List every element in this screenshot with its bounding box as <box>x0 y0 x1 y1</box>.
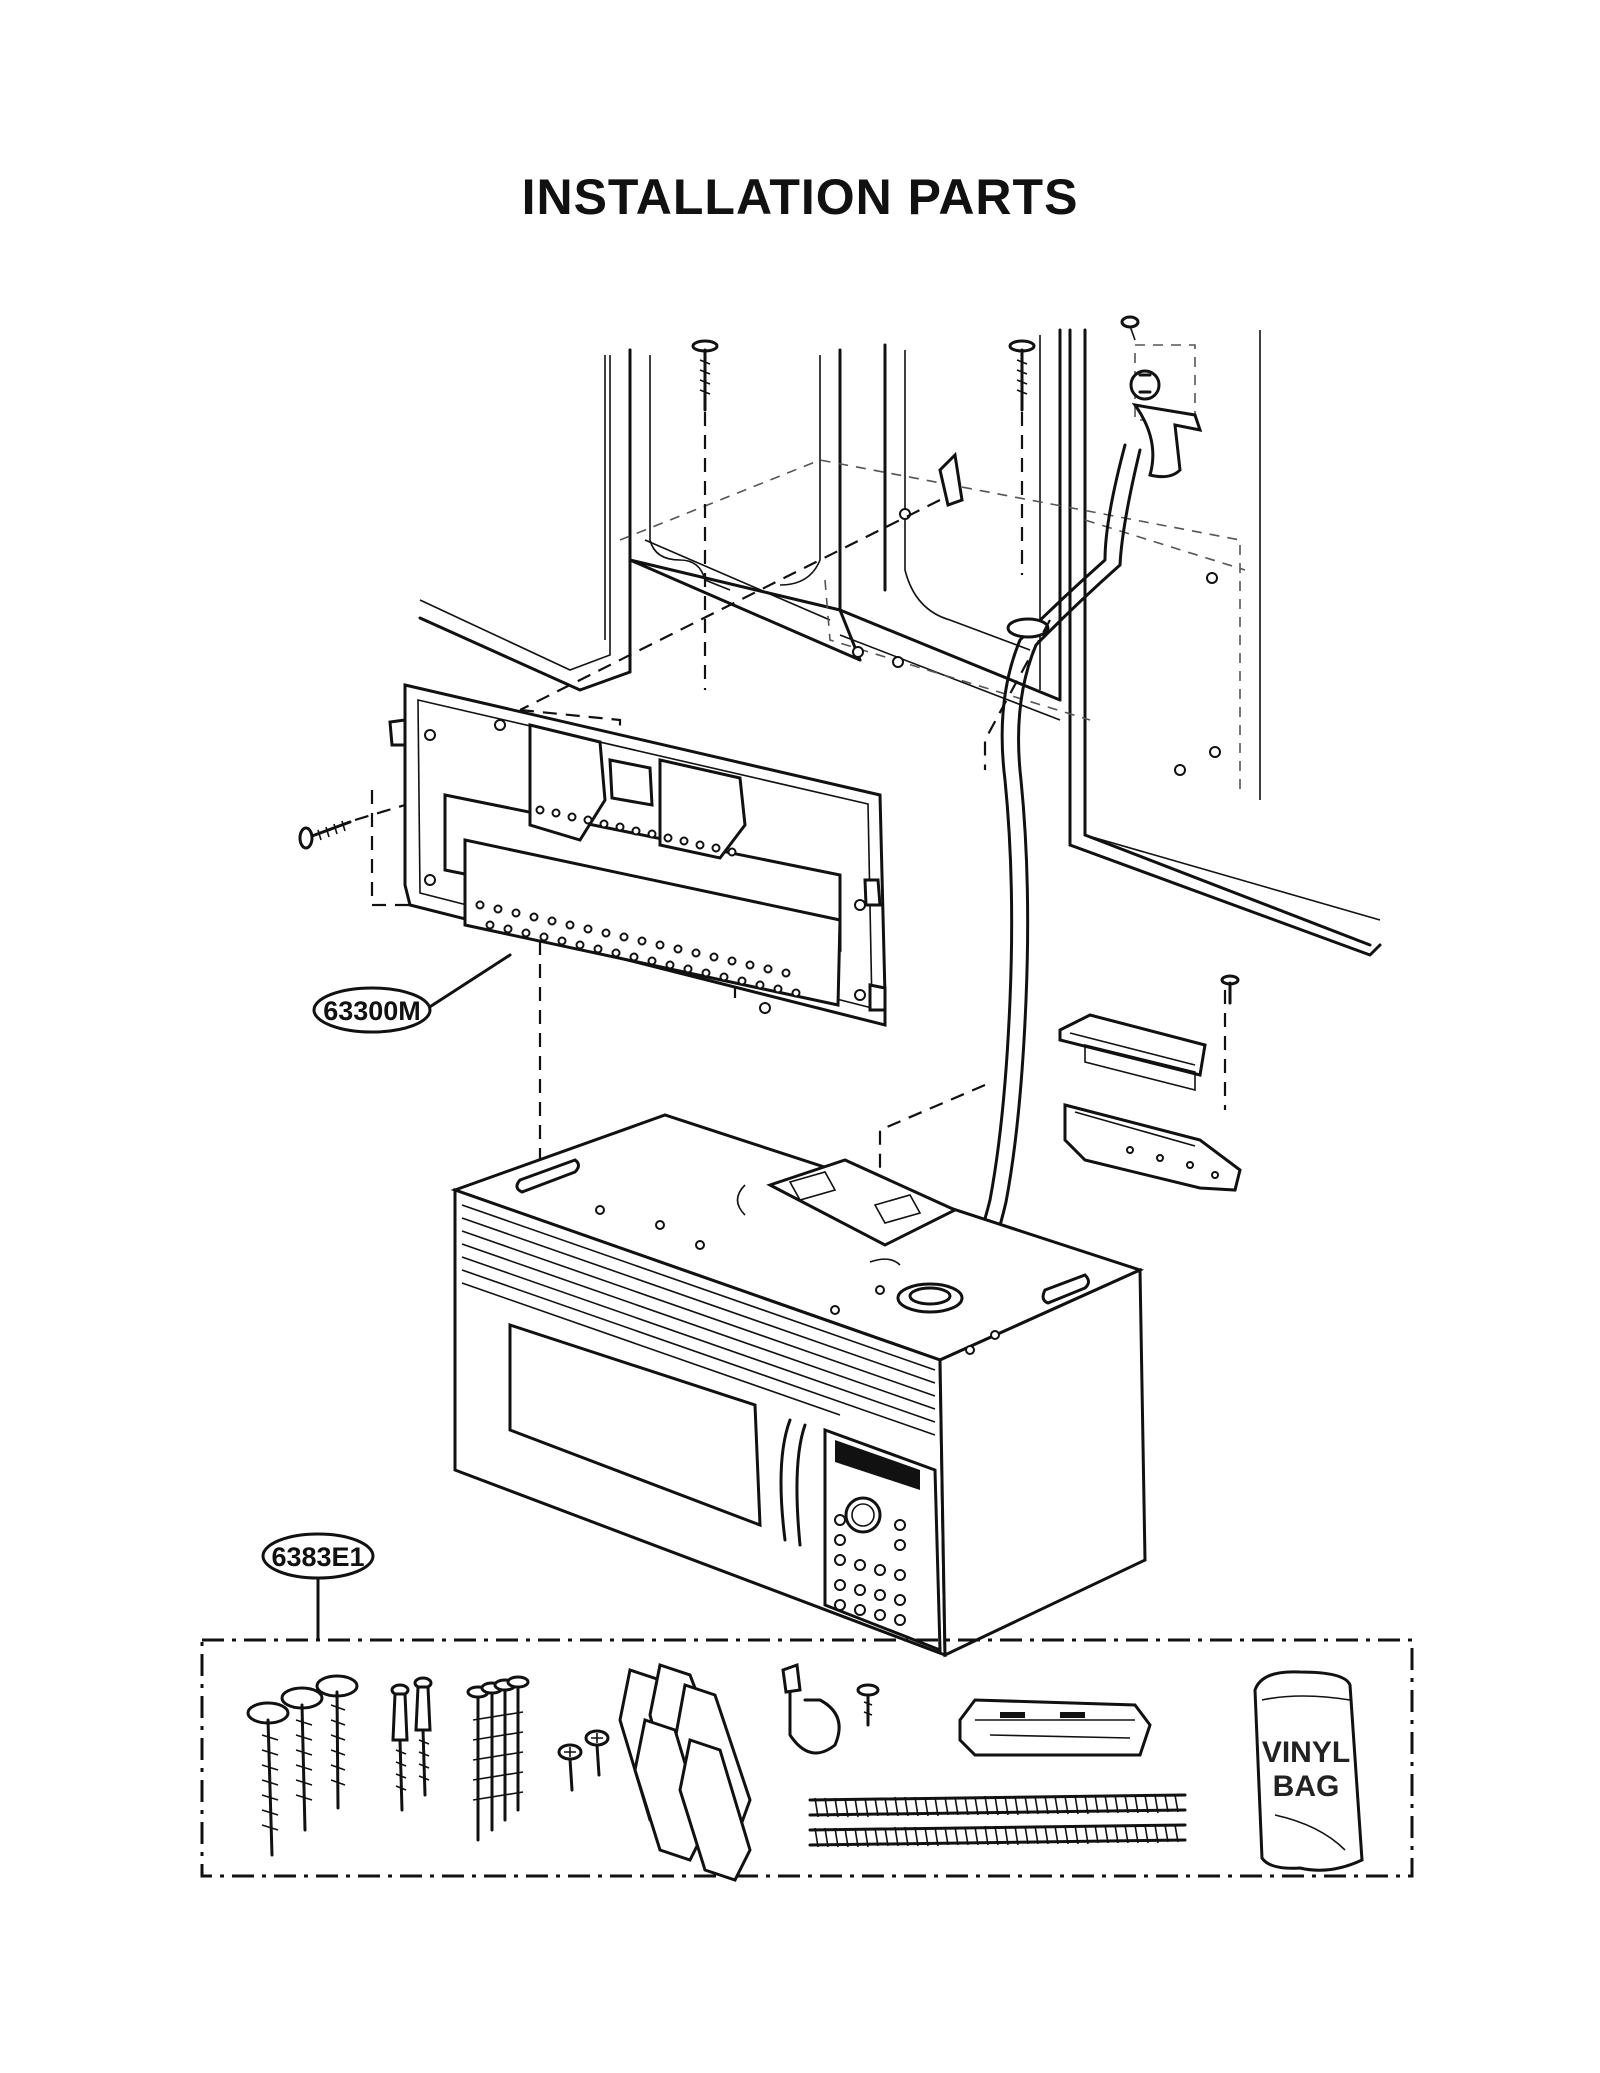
wall-outlet <box>1120 315 1203 479</box>
callout-63300M-text: 63300M <box>323 996 421 1026</box>
cabinet-bolt-right <box>1008 339 1036 575</box>
power-cord <box>953 443 1142 1294</box>
install-kit-box <box>200 1638 1414 1878</box>
vinyl-bag-label-line1: VINYL <box>1262 1736 1350 1769</box>
callout-6383E1: 6383E1 <box>261 1532 375 1642</box>
kit-toggle-wings <box>618 1663 752 1882</box>
kit-cabinet-screws <box>390 1676 433 1812</box>
wall-cabinets <box>418 328 1382 957</box>
mounting-plate <box>388 683 887 1027</box>
kit-toggle-bolts <box>466 1675 530 1842</box>
damper-top <box>1058 1013 1207 1092</box>
callout-6383E1-text: 6383E1 <box>271 1542 364 1572</box>
plate-wall-screw <box>298 803 406 850</box>
kit-vinyl-bag: VINYL BAG <box>1253 1670 1364 1872</box>
page-title: INSTALLATION PARTS <box>521 169 1079 225</box>
callout-63300M: 63300M <box>312 953 512 1034</box>
kit-cord-clamp <box>781 1662 880 1755</box>
cabinet-bolt-left <box>691 339 719 690</box>
toggle-bolt <box>519 451 964 711</box>
kit-damper <box>958 1698 1152 1757</box>
plate-hole-row-2 <box>475 900 791 978</box>
plate-hole-row-1 <box>535 805 737 857</box>
plate-hole-row-3 <box>485 920 801 998</box>
control-buttons <box>834 1514 906 1626</box>
kit-small-screws <box>557 1729 610 1792</box>
kit-wood-screws <box>246 1674 359 1857</box>
kit-spring-strips <box>808 1793 1187 1848</box>
microwave-oven <box>450 1113 1147 1658</box>
vinyl-bag-label-line2: BAG <box>1273 1770 1340 1803</box>
damper-screw <box>1220 974 1240 1005</box>
damper-bottom <box>1063 1103 1242 1192</box>
